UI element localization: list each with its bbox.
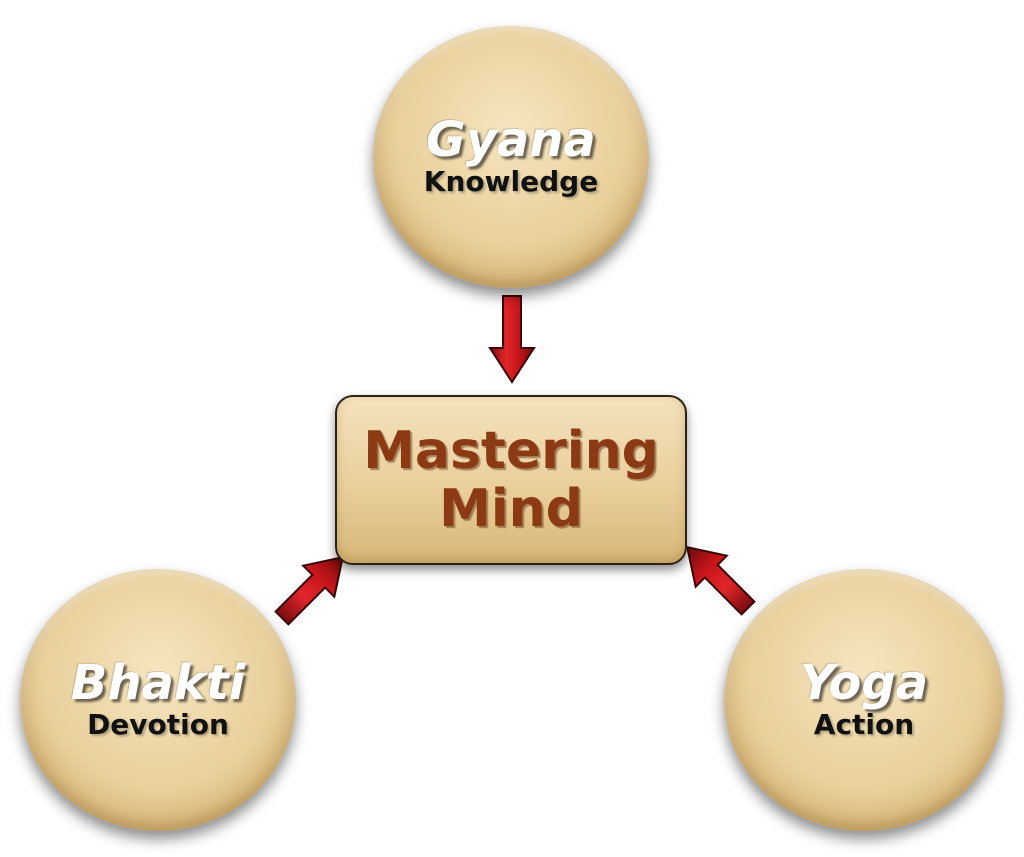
node-yoga-subtitle: Action (813, 708, 915, 742)
node-gyana: Gyana Knowledge (373, 26, 649, 288)
node-yoga: Yoga Action (724, 569, 1004, 831)
center-line-1: Mastering (363, 420, 659, 481)
node-bhakti-title: Bhakti (70, 655, 246, 711)
arrow-gyana-to-center (488, 295, 536, 384)
center-line-2: Mind (439, 479, 583, 539)
node-yoga-title: Yoga (799, 655, 929, 711)
center-box: Mastering Mind (335, 395, 687, 565)
node-bhakti: Bhakti Devotion (20, 569, 296, 831)
node-bhakti-subtitle: Devotion (87, 708, 229, 742)
node-gyana-subtitle: Knowledge (423, 165, 599, 199)
node-gyana-title: Gyana (426, 112, 596, 168)
